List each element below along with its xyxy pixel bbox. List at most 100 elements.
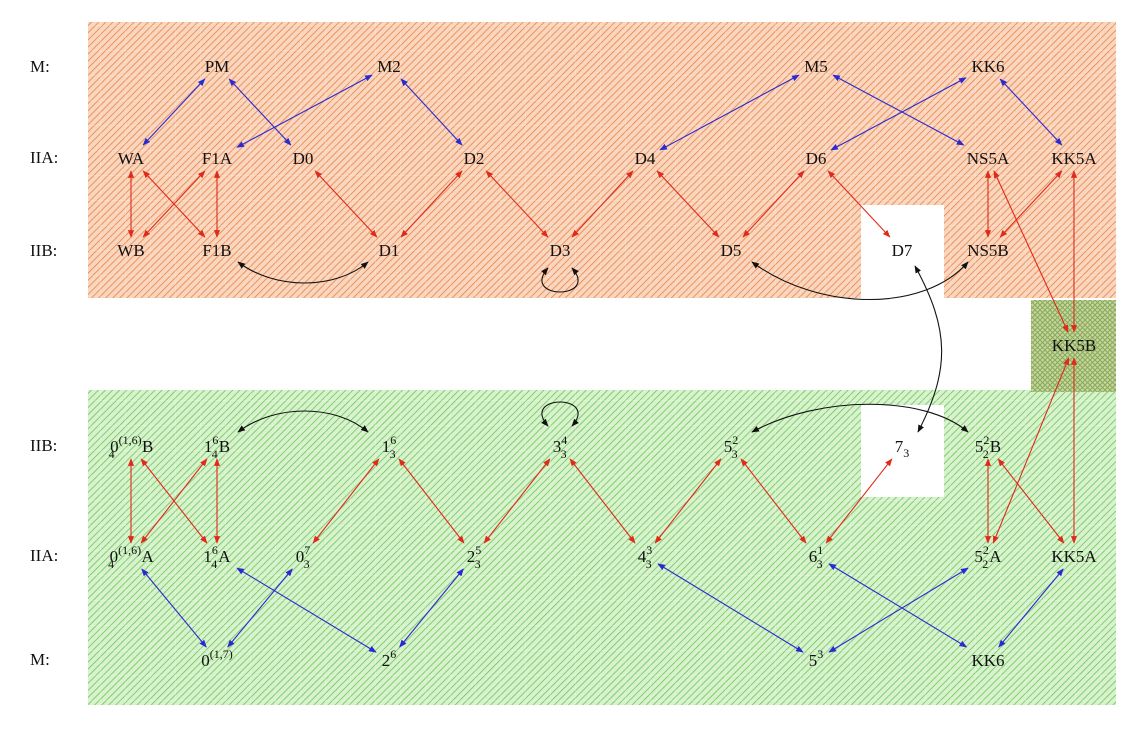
- node-M5-base: M5: [804, 57, 828, 76]
- node-D3: D3: [550, 241, 571, 260]
- node-a52A-sub: 2: [982, 557, 988, 571]
- node-aKK5A: KK5A: [1051, 547, 1097, 566]
- node-D6-base: D6: [806, 149, 827, 168]
- node-m5-sup: 3: [817, 647, 823, 661]
- arrow-D2-D1: [400, 170, 463, 238]
- node-b73: 73: [895, 437, 910, 460]
- node-a43-sup: 3: [646, 543, 652, 557]
- arrow-b73-a61: [825, 458, 893, 544]
- node-F1A-base: F1A: [202, 149, 233, 168]
- node-aKK5A-base: KK5A: [1051, 547, 1097, 566]
- node-b1B-tail: B: [219, 437, 230, 456]
- node-mKK6-base: KK6: [971, 651, 1004, 670]
- arrow-D4-D5: [656, 170, 720, 238]
- node-m0: 0(1,7): [201, 647, 233, 670]
- node-KK5B: KK5B: [1052, 336, 1096, 355]
- node-a25-sup: 5: [475, 543, 481, 557]
- node-b52B-base: 5: [975, 437, 984, 456]
- node-b13-sub: 3: [390, 447, 396, 461]
- arrow-b13-a07: [312, 458, 380, 544]
- node-m2: 26: [382, 647, 397, 670]
- node-a1A-tail: A: [218, 547, 231, 566]
- arrow-b1B-a0A: [140, 458, 208, 544]
- node-m0-sup: (1,7): [210, 647, 233, 661]
- node-m0-base: 0: [201, 651, 210, 670]
- node-b0B-sup: (1,6): [119, 433, 142, 447]
- node-WA: WA: [118, 149, 145, 168]
- region-layer: [88, 22, 1116, 705]
- node-D1-base: D1: [379, 241, 400, 260]
- node-m5-base: 5: [809, 651, 818, 670]
- node-b52B-sup: 2: [983, 433, 989, 447]
- node-D5: D5: [721, 241, 742, 260]
- node-KK5B-base: KK5B: [1052, 336, 1096, 355]
- node-b52B-sub: 2: [983, 447, 989, 461]
- node-b13-sup: 6: [390, 433, 396, 447]
- node-b0B-base: 0: [110, 437, 119, 456]
- node-b0B-sub: 4: [109, 447, 115, 461]
- node-b1B-base: 1: [204, 437, 213, 456]
- node-m2-sup: 6: [390, 647, 396, 661]
- node-D0-base: D0: [293, 149, 314, 168]
- arrow-a43-m5: [657, 563, 804, 653]
- arrow-b33-a43: [569, 458, 636, 544]
- node-D6: D6: [806, 149, 827, 168]
- node-b53-sub: 3: [732, 447, 738, 461]
- node-a0A-tail: A: [142, 547, 155, 566]
- arrow-D0-D1: [314, 170, 378, 238]
- arrow-D6-D5: [742, 170, 805, 238]
- node-b53-sup: 2: [732, 433, 738, 447]
- node-F1A: F1A: [202, 149, 233, 168]
- node-a1A-sup: 6: [212, 543, 218, 557]
- node-a61-base: 6: [809, 547, 818, 566]
- node-D2-base: D2: [464, 149, 485, 168]
- arrow-a1A-m2: [236, 567, 377, 653]
- node-a07-sup: 7: [304, 543, 310, 557]
- arrow-D4-D3: [571, 170, 634, 238]
- node-b52B-tail: B: [990, 437, 1001, 456]
- arrow-a25-m2: [399, 568, 464, 648]
- node-a52A-tail: A: [989, 547, 1002, 566]
- arrow-layer: [127, 74, 1078, 653]
- node-D1: D1: [379, 241, 400, 260]
- curve-d5-ns5b: [751, 261, 969, 301]
- node-mKK6: KK6: [971, 651, 1004, 670]
- arrow-M2-D2: [400, 78, 463, 146]
- node-b73-base: 7: [895, 437, 904, 456]
- node-a43-sub: 3: [646, 557, 652, 571]
- node-D4-base: D4: [635, 149, 656, 168]
- arrow-D6-D7: [827, 170, 891, 238]
- node-NS5A: NS5A: [967, 149, 1010, 168]
- row-label-top-iib: IIB:: [30, 241, 57, 260]
- row-label-top-iia: IIA:: [30, 148, 58, 167]
- node-KK5At-base: KK5A: [1051, 149, 1097, 168]
- node-b13-base: 1: [382, 437, 391, 456]
- node-D4: D4: [635, 149, 656, 168]
- row-labels: M: IIA: IIB: IIB: IIA: M:: [30, 57, 58, 669]
- node-b33-base: 3: [553, 437, 562, 456]
- node-F1B-base: F1B: [202, 241, 231, 260]
- node-a61-sub: 3: [817, 557, 823, 571]
- arrow-NS5A-KK5B: [993, 170, 1069, 333]
- node-KK5At: KK5A: [1051, 149, 1097, 168]
- curve-14b-13: [237, 410, 369, 433]
- node-b33-sub: 3: [561, 447, 567, 461]
- node-b0B-tail: B: [142, 437, 153, 456]
- node-a1A-sub: 4: [211, 557, 217, 571]
- node-a07-sub: 3: [304, 557, 310, 571]
- arrow-b33-a25: [483, 458, 551, 544]
- node-WB-base: WB: [117, 241, 144, 260]
- arrow-a52A-KK5B: [992, 357, 1070, 544]
- node-a1A-base: 1: [203, 547, 212, 566]
- arrow-PM-WA: [142, 78, 206, 146]
- node-F1B: F1B: [202, 241, 231, 260]
- node-a43-base: 4: [638, 547, 647, 566]
